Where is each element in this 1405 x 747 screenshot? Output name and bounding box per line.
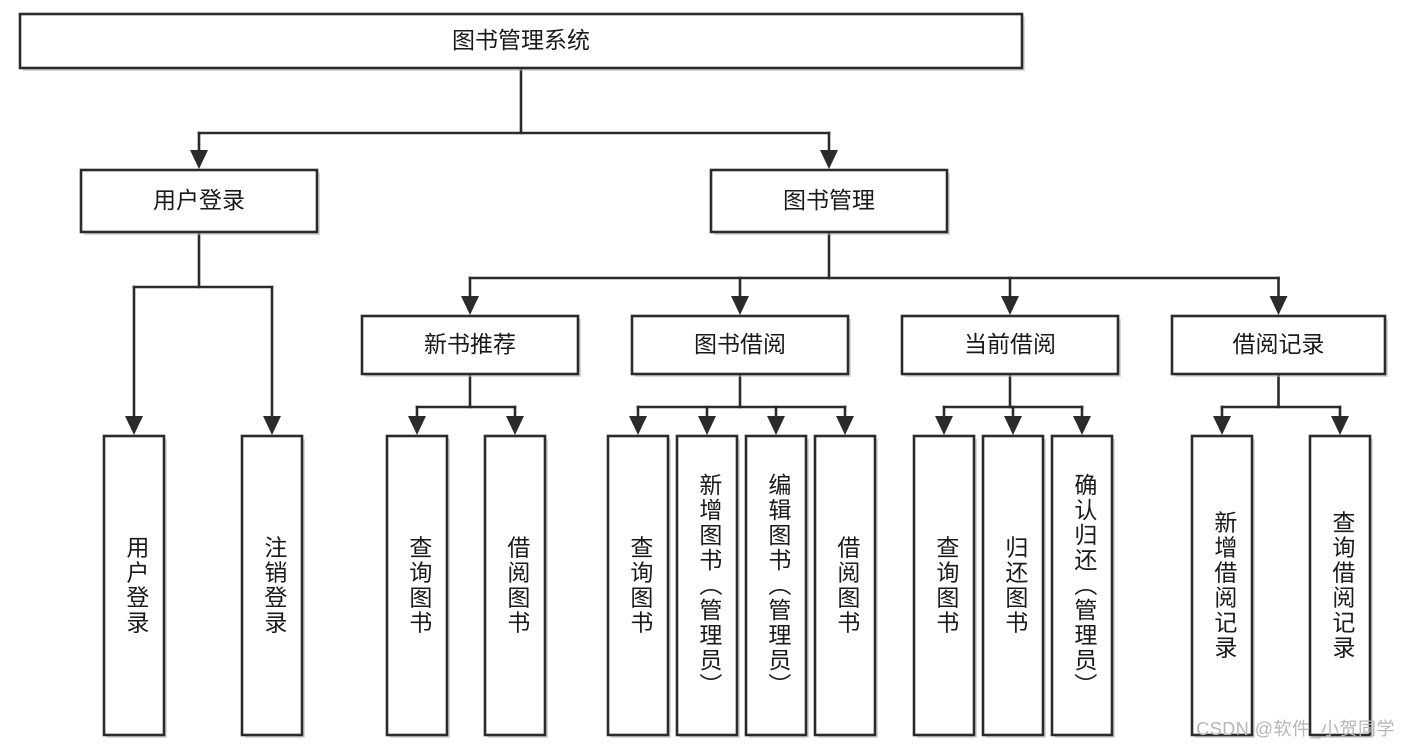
node-n01[interactable]: 用户登录 <box>102 434 167 738</box>
arrow-head-icon <box>461 296 479 315</box>
node-l1b[interactable]: 图书管理 <box>709 168 950 235</box>
node-rect[interactable] <box>79 168 319 234</box>
arrow-head-icon <box>408 416 426 435</box>
node-label: 新书推荐 <box>424 331 516 357</box>
arrow-head-icon <box>125 416 143 435</box>
node-label: 确认归还（管理员） <box>1071 473 1098 698</box>
node-label: 图书借阅 <box>694 331 786 357</box>
node-n08[interactable]: 借阅图书 <box>813 434 878 738</box>
node-layer: 图书管理系统用户登录图书管理新书推荐图书借阅当前借阅借阅记录用户登录注销登录查询… <box>18 12 1388 738</box>
node-rect[interactable] <box>385 434 449 737</box>
node-rect[interactable] <box>483 434 547 737</box>
arrow-head-icon <box>1001 296 1019 315</box>
arrow-head-icon <box>263 416 281 435</box>
node-rect[interactable] <box>900 314 1120 376</box>
node-label: 查询图书 <box>627 536 654 636</box>
node-label: 用户登录 <box>123 536 150 636</box>
node-l2c[interactable]: 当前借阅 <box>900 314 1121 377</box>
node-l2d[interactable]: 借阅记录 <box>1170 314 1388 377</box>
node-root[interactable]: 图书管理系统 <box>18 12 1025 71</box>
node-label: 借阅图书 <box>504 536 531 636</box>
node-n13[interactable]: 查询借阅记录 <box>1308 434 1373 738</box>
node-label: 归还图书 <box>1002 536 1029 636</box>
node-rect[interactable] <box>1050 434 1114 737</box>
arrow-head-icon <box>698 416 716 435</box>
arrow-head-icon <box>506 416 524 435</box>
node-n11[interactable]: 确认归还（管理员） <box>1050 434 1115 738</box>
arrow-head-icon <box>629 416 647 435</box>
node-label: 查询图书 <box>406 536 433 636</box>
node-l2a[interactable]: 新书推荐 <box>360 314 581 377</box>
arrow-head-icon <box>1269 296 1288 315</box>
node-rect[interactable] <box>630 314 850 376</box>
arrow-head-icon <box>1213 416 1231 435</box>
node-label: 新增借阅记录 <box>1211 511 1238 661</box>
node-n03[interactable]: 查询图书 <box>385 434 450 738</box>
node-label: 借阅记录 <box>1233 331 1325 357</box>
arrow-head-icon <box>731 296 749 315</box>
node-rect[interactable] <box>102 434 166 737</box>
node-rect[interactable] <box>18 12 1024 70</box>
node-rect[interactable] <box>912 434 976 737</box>
arrow-head-icon <box>820 150 838 169</box>
arrow-head-icon <box>1331 416 1349 435</box>
node-n06[interactable]: 新增图书（管理员） <box>675 434 740 738</box>
node-rect[interactable] <box>1190 434 1254 737</box>
node-rect[interactable] <box>1170 314 1387 376</box>
node-rect[interactable] <box>675 434 739 737</box>
node-label: 编辑图书（管理员） <box>765 473 792 698</box>
arrow-head-icon <box>836 416 854 435</box>
arrow-head-icon <box>190 150 208 169</box>
node-label: 图书管理系统 <box>452 27 590 53</box>
node-label: 查询借阅记录 <box>1329 511 1356 661</box>
node-label: 注销登录 <box>261 536 288 636</box>
arrow-head-icon <box>767 416 785 435</box>
node-rect[interactable] <box>744 434 808 737</box>
node-label: 查询图书 <box>933 536 960 636</box>
node-label: 图书管理 <box>783 187 875 213</box>
node-label: 用户登录 <box>153 187 245 213</box>
node-label: 新增图书（管理员） <box>696 473 723 698</box>
node-n12[interactable]: 新增借阅记录 <box>1190 434 1255 738</box>
arrow-head-icon <box>1004 416 1022 435</box>
arrow-head-icon <box>1073 416 1091 435</box>
node-n04[interactable]: 借阅图书 <box>483 434 548 738</box>
node-rect[interactable] <box>1308 434 1372 737</box>
node-n05[interactable]: 查询图书 <box>606 434 671 738</box>
node-rect[interactable] <box>606 434 670 737</box>
node-label: 当前借阅 <box>964 331 1056 357</box>
node-l1a[interactable]: 用户登录 <box>79 168 320 235</box>
node-rect[interactable] <box>813 434 877 737</box>
node-n09[interactable]: 查询图书 <box>912 434 977 738</box>
edge-layer <box>125 66 1349 435</box>
node-l2b[interactable]: 图书借阅 <box>630 314 851 377</box>
node-rect[interactable] <box>360 314 580 376</box>
node-label: 借阅图书 <box>834 536 861 636</box>
node-n10[interactable]: 归还图书 <box>981 434 1046 738</box>
node-rect[interactable] <box>240 434 304 737</box>
node-n07[interactable]: 编辑图书（管理员） <box>744 434 809 738</box>
arrow-head-icon <box>935 416 953 435</box>
node-rect[interactable] <box>981 434 1045 737</box>
node-n02[interactable]: 注销登录 <box>240 434 305 738</box>
node-rect[interactable] <box>709 168 949 234</box>
